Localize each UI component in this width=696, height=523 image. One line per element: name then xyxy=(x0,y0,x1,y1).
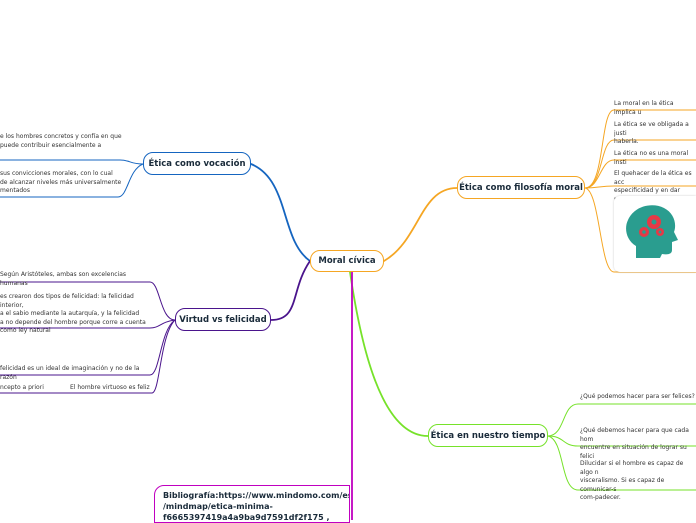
connector-vocacion-leaf-2 xyxy=(0,163,144,198)
connector-vocacion xyxy=(250,163,311,262)
leaf-virtud-1[interactable]: Según Aristóteles, ambas son excelencias… xyxy=(0,271,127,287)
connector-tiempo-leaf-2 xyxy=(547,435,696,447)
connector-virtud-leaf-1 xyxy=(0,281,176,321)
connector-tiempo-leaf-3 xyxy=(547,435,696,491)
connector-virtud xyxy=(270,260,311,321)
connector-vocacion-leaf-1 xyxy=(0,159,144,165)
topic-etica-como-vocacion[interactable]: Ética como vocación xyxy=(143,152,251,175)
connector-nuestro-tiempo xyxy=(349,271,429,437)
leaf-tiempo-1[interactable]: ¿Qué podemos hacer para ser felices? xyxy=(580,393,695,400)
connector-filosofia xyxy=(383,187,458,262)
connector-virtud-leaf-4 xyxy=(69,319,176,394)
leaf-vocacion-1[interactable]: e los hombres concretos y confía en que … xyxy=(0,133,122,149)
topic-etica-como-filosofia-moral[interactable]: Ética como filosofía moral xyxy=(457,176,585,199)
topic-etica-en-nuestro-tiempo[interactable]: Ética en nuestro tiempo xyxy=(428,424,548,447)
connector-tiempo-leaf-1 xyxy=(547,403,696,437)
leaf-tiempo-2[interactable]: ¿Qué debemos hacer para que cada hom enc… xyxy=(580,427,689,460)
leaf-virtud-4[interactable]: El hombre virtuoso es feliz xyxy=(70,384,150,391)
connector-filosofia-leaf-1 xyxy=(584,109,696,189)
leaf-virtud-5[interactable]: ncepto a priori xyxy=(0,384,44,391)
topic-bibliografia[interactable]: Bibliografía:https://www.mindomo.com/es … xyxy=(154,485,350,523)
topic-virtud-vs-felicidad[interactable]: Virtud vs felicidad xyxy=(175,308,271,331)
head-gears-icon xyxy=(626,205,678,258)
connector-virtud-leaf-2 xyxy=(0,319,176,329)
leaf-virtud-2[interactable]: es crearon dos tipos de felicidad: la fe… xyxy=(0,293,146,334)
connector-filosofia-leaf-3 xyxy=(584,159,696,189)
leaf-virtud-3[interactable]: felicidad es un ideal de imaginación y n… xyxy=(0,365,140,381)
leaf-filosofia-2[interactable]: La ética se ve obligada a justi haberla. xyxy=(614,121,689,145)
image-card[interactable] xyxy=(614,196,696,272)
leaf-vocacion-2[interactable]: sus convicciones morales, con lo cual de… xyxy=(0,170,122,194)
leaf-tiempo-3[interactable]: Dilucidar si el hombre es capaz de algo … xyxy=(580,460,684,501)
connector-filosofia-leaf-4 xyxy=(584,185,696,189)
leaf-filosofia-3[interactable]: La ética no es una moral insti xyxy=(614,150,689,166)
connector-filosofia-leaf-5 xyxy=(584,187,696,273)
connector-virtud-leaf-3 xyxy=(0,319,176,376)
leaf-filosofia-1[interactable]: La moral en la ética implica u xyxy=(614,100,674,116)
central-topic[interactable]: Moral cívica xyxy=(310,250,384,272)
